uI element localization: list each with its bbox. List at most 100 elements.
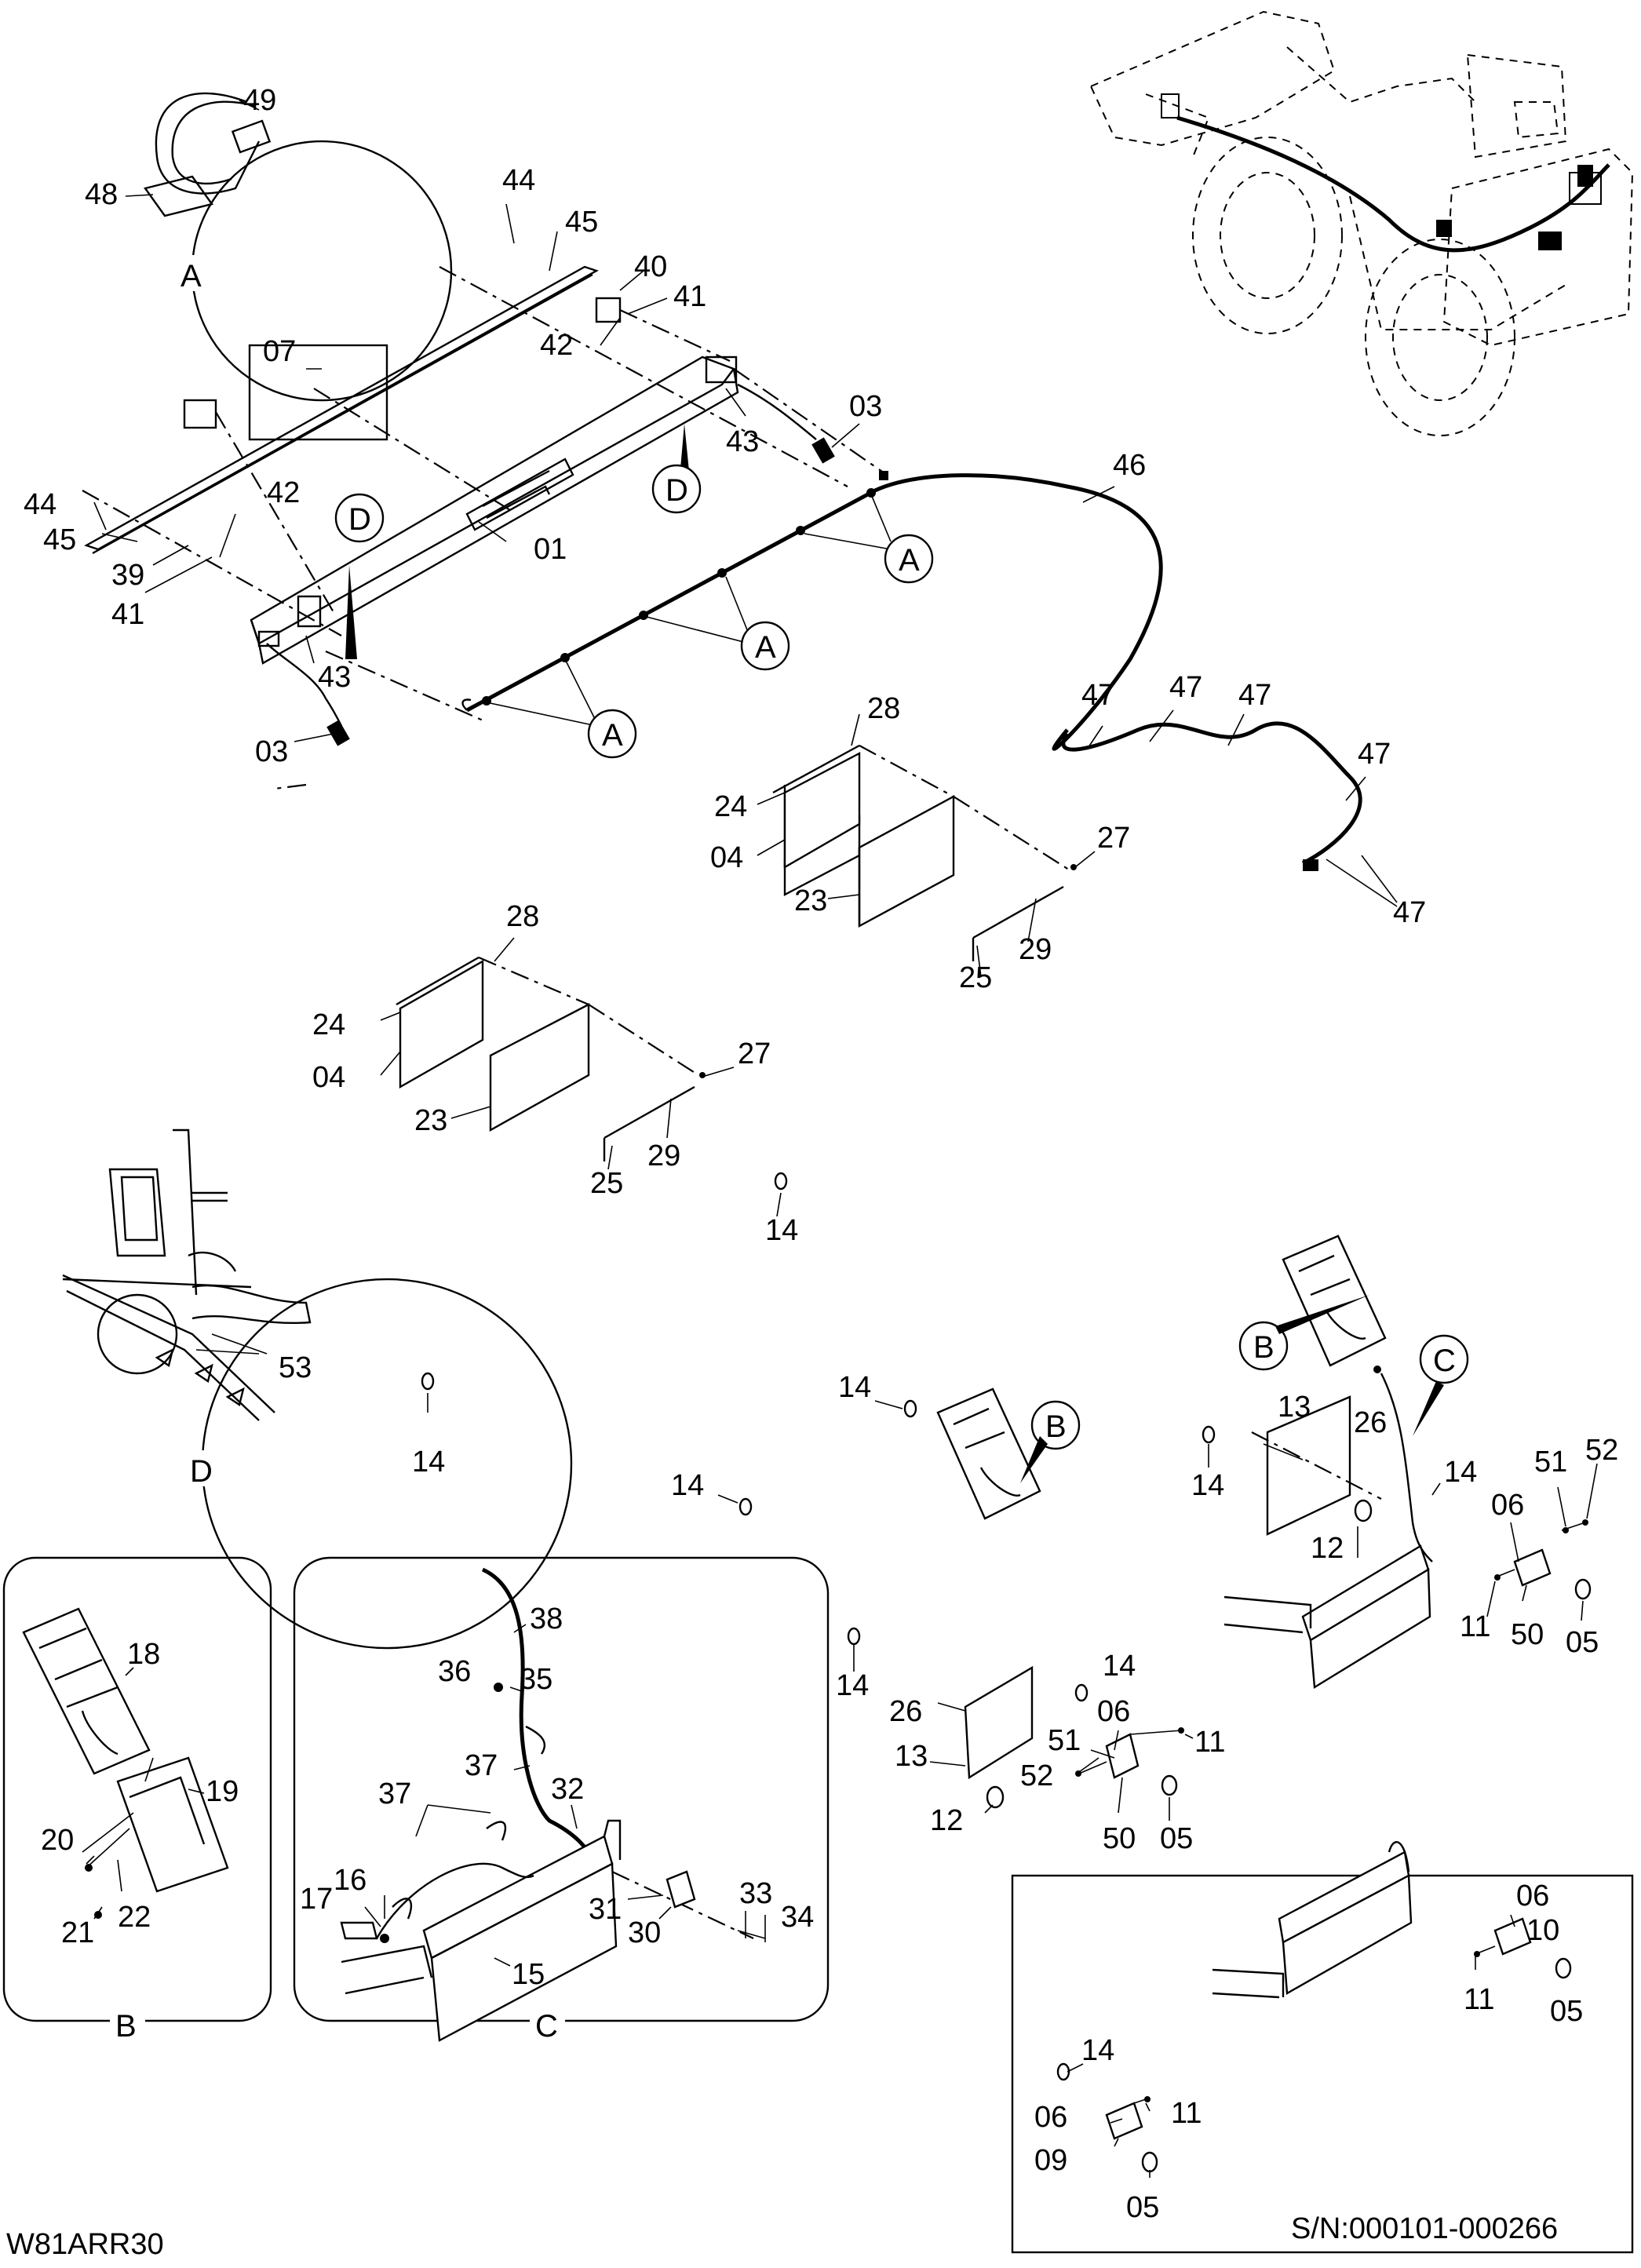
label-50b: 50 [1103,1822,1136,1855]
label-25b: 25 [590,1167,623,1200]
label-18: 18 [127,1638,160,1671]
label-14i: 14 [1081,2034,1114,2067]
grommet-14-b [421,1372,435,1391]
balloon-a-2: A [755,630,776,665]
label-26: 26 [1354,1406,1387,1439]
label-42: 42 [540,329,573,362]
label-47c: 47 [1238,679,1271,712]
label-06: 06 [1491,1489,1524,1522]
label-36: 36 [438,1655,471,1688]
panel-set-lower [396,956,706,1161]
label-41: 41 [673,280,706,313]
mounting-beam [82,265,888,790]
label-34: 34 [781,1901,814,1934]
label-43: 43 [726,425,759,458]
label-06d: 06 [1034,2101,1067,2134]
label-31: 31 [589,1893,622,1926]
label-16: 16 [334,1864,366,1897]
label-06b: 06 [1097,1695,1130,1728]
label-51: 51 [1534,1446,1567,1479]
label-29b: 29 [647,1139,680,1172]
label-24: 24 [714,790,747,823]
letter-b: B [115,2009,137,2044]
label-05b: 05 [1160,1822,1193,1855]
label-11b: 11 [1194,1726,1225,1759]
label-14a: 14 [765,1214,798,1247]
label-28: 28 [867,692,900,725]
label-47a: 47 [1081,679,1114,712]
label-49: 49 [243,84,276,117]
label-12: 12 [1311,1532,1344,1565]
label-11: 11 [1460,1610,1490,1643]
label-52b: 52 [1020,1759,1053,1792]
serial-variant-box [1011,1841,1634,2254]
label-09: 09 [1034,2144,1067,2177]
serial-range: S/N:000101-000266 [1291,2212,1558,2245]
label-07: 07 [263,335,296,368]
label-47b: 47 [1169,671,1202,704]
label-11c: 11 [1464,1983,1494,2016]
label-32: 32 [551,1773,584,1806]
balloon-d-1: D [666,473,688,508]
letter-d: D [190,1454,213,1489]
label-27b: 27 [738,1037,771,1070]
label-17: 17 [300,1883,333,1916]
label-03b: 03 [255,735,288,768]
label-42b: 42 [267,476,300,509]
label-15: 15 [512,1958,545,1991]
label-28b: 28 [506,900,539,933]
label-30: 30 [628,1916,661,1949]
label-37b: 37 [378,1778,411,1810]
label-53: 53 [279,1351,312,1384]
label-10: 10 [1526,1914,1559,1947]
label-03: 03 [849,390,882,423]
grommet-14-d [738,1497,753,1516]
label-21: 21 [61,1916,94,1949]
letter-c: C [535,2009,558,2044]
label-20: 20 [41,1824,74,1857]
grommet-14-f [847,1627,861,1646]
label-50: 50 [1511,1618,1544,1651]
label-01: 01 [534,533,567,566]
loader-machine [1089,10,1634,436]
grommet-14-a [774,1172,788,1191]
label-27: 27 [1097,822,1130,855]
label-12b: 12 [930,1804,963,1837]
label-24b: 24 [312,1008,345,1041]
label-14d: 14 [671,1469,704,1502]
label-37a: 37 [465,1749,498,1782]
label-23: 23 [794,884,827,917]
detail-a-clamp [125,92,453,402]
balloon-b-1: B [1253,1330,1275,1365]
label-14e: 14 [1191,1469,1224,1502]
label-05: 05 [1566,1626,1599,1659]
label-48: 48 [85,178,118,211]
balloon-a-1: A [899,543,920,578]
light-bracket-right [1223,1366,1592,1690]
label-19: 19 [206,1775,239,1808]
label-14h: 14 [1103,1650,1136,1683]
label-44: 44 [502,164,535,197]
lamp-unit-b-right [1282,1234,1387,1367]
leader-lines [86,203,1598,2178]
label-25: 25 [959,961,992,994]
detail-b-box [2,1556,272,2022]
label-45: 45 [565,206,598,239]
label-13: 13 [1278,1391,1311,1424]
label-51b: 51 [1048,1724,1081,1757]
label-47d: 47 [1358,738,1391,771]
label-04b: 04 [312,1061,345,1094]
detail-d-bracket [62,1129,573,1650]
label-14f: 14 [1444,1456,1477,1489]
lamp-unit-b-middle [936,1387,1041,1520]
label-35: 35 [520,1663,552,1696]
balloon-a-3: A [602,718,623,753]
label-43b: 43 [318,661,351,694]
grommet-14-e [1202,1425,1216,1444]
callout-balloons [334,464,1469,1483]
balloon-c-1: C [1433,1344,1456,1378]
balloon-d-2: D [348,502,371,537]
label-05d: 05 [1126,2191,1159,2224]
grommet-14-g [1074,1683,1089,1702]
